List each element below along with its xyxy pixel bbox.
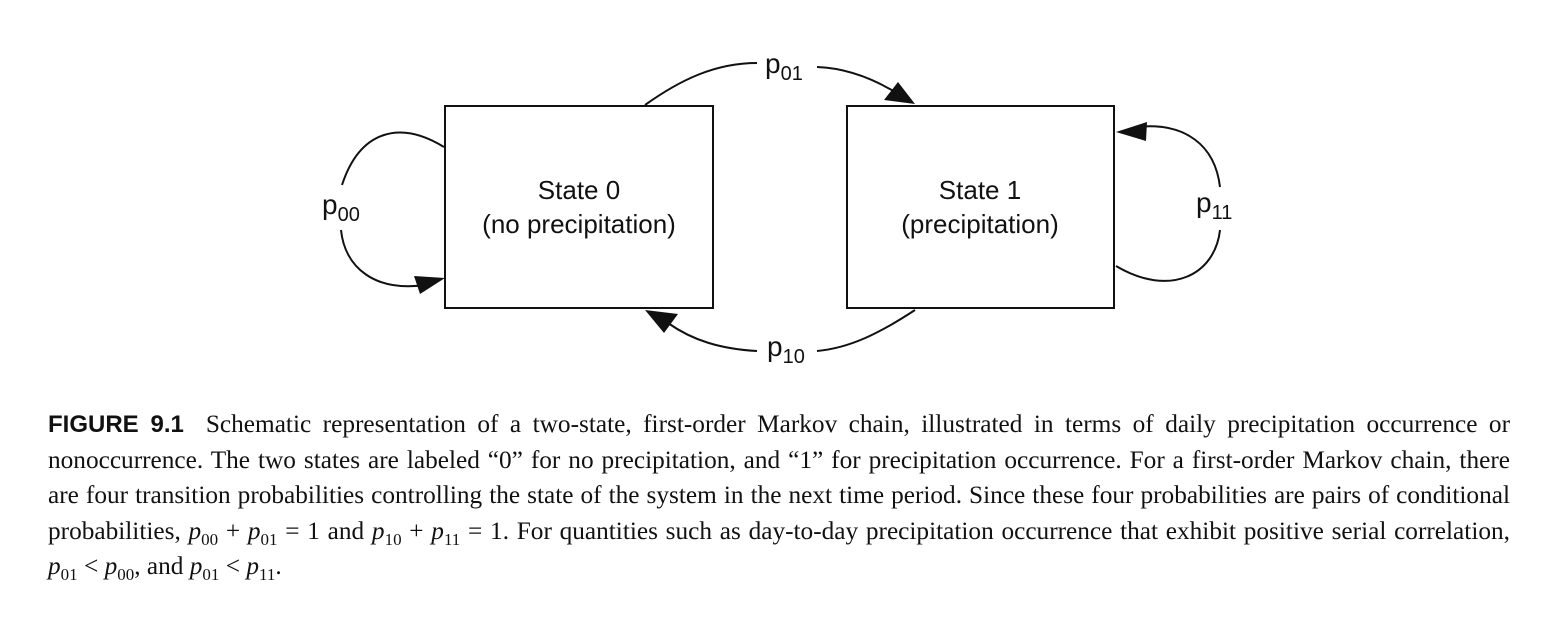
equation-p00-p01: p00 + p01 = 1 — [188, 516, 320, 549]
state-1-description: (precipitation) — [901, 209, 1059, 239]
p11-arc-upper — [1136, 125, 1221, 188]
p01-label: p01 — [765, 48, 803, 85]
p10-label: p10 — [767, 331, 805, 368]
p10-arc-left — [667, 322, 758, 352]
p00-label: p00 — [322, 189, 360, 226]
p00-arc-lower — [340, 229, 426, 288]
state-1-node: State 1 (precipitation) — [846, 105, 1115, 309]
p10-arrowhead — [645, 310, 678, 333]
state-0-box — [444, 105, 714, 309]
p11-arrowhead — [1116, 122, 1147, 141]
caption-end: . — [275, 552, 282, 580]
caption-text-1: Schematic representation of a two-state,… — [48, 410, 1510, 545]
p00-arrowhead — [414, 276, 445, 294]
markov-chain-diagram: State 0 (no precipitation) State 1 (prec… — [322, 48, 1232, 368]
state-1-box — [846, 105, 1115, 309]
transition-p01: p01 — [644, 48, 915, 106]
state-0-node: State 0 (no precipitation) — [444, 105, 714, 309]
inequality-p01-p00: p01 < p00 — [48, 552, 135, 585]
caption-and-2: , and — [134, 552, 190, 580]
p10-arc-right — [816, 309, 916, 352]
inequality-p01-p11: p01 < p11 — [189, 552, 276, 585]
caption-text-2: . For quantities such as day-to-day prec… — [502, 516, 1510, 545]
caption-and-1: and — [319, 516, 372, 545]
transition-p10: p10 — [645, 309, 916, 368]
p00-arc-upper — [341, 131, 445, 186]
transition-p00: p00 — [322, 131, 445, 294]
transition-p11: p11 — [1115, 122, 1232, 282]
state-0-name: State 0 — [538, 175, 620, 205]
p01-arc-left — [644, 62, 758, 106]
state-1-name: State 1 — [939, 175, 1021, 205]
p01-arrowhead — [884, 82, 915, 104]
equation-p10-p11: p10 + p11 = 1 — [371, 516, 503, 549]
p01-arc-right — [816, 66, 896, 93]
state-0-description: (no precipitation) — [482, 209, 676, 239]
p11-arc-lower — [1115, 229, 1221, 282]
figure-label: FIGURE 9.1 — [48, 411, 184, 438]
p11-label: p11 — [1196, 187, 1232, 224]
